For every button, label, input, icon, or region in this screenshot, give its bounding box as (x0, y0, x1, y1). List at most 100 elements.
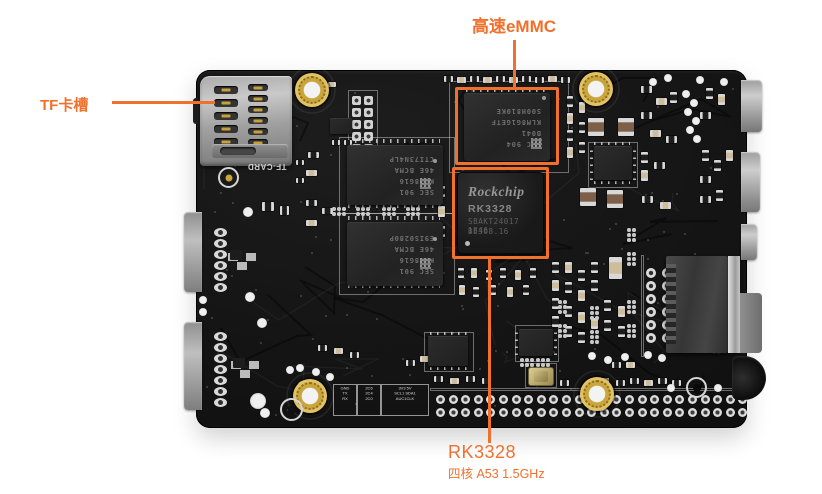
gpio-pad (549, 395, 559, 404)
plated-hole (686, 377, 707, 398)
passive-component (641, 170, 648, 181)
gpio-pad (688, 408, 697, 417)
via (676, 193, 679, 196)
via (656, 301, 659, 304)
solder-pad (326, 373, 334, 381)
passive-component (612, 362, 621, 368)
test-pad (406, 212, 410, 216)
via (732, 87, 735, 90)
passive-component (604, 320, 611, 331)
via (646, 258, 649, 261)
test-pad (416, 207, 420, 211)
passive-component (560, 380, 569, 386)
passive-component (579, 102, 585, 113)
via (662, 230, 665, 233)
gpio-pad (562, 395, 571, 404)
gpio-pad (511, 395, 521, 404)
test-pad (406, 207, 410, 211)
test-pad (563, 334, 567, 338)
gpio-pad (473, 395, 483, 404)
silkscreen-label-box: GND TX RX (333, 384, 357, 416)
passive-component (515, 270, 521, 280)
passive-component (666, 136, 677, 143)
pin-land-strip (430, 332, 468, 335)
passive-component (591, 318, 598, 329)
gpio-pad (549, 408, 559, 417)
silk-label: AUC1CLK (395, 396, 415, 401)
via (274, 414, 277, 417)
soic-chip (428, 336, 468, 366)
capacitor (580, 188, 596, 206)
pin-land-strip (590, 146, 593, 180)
passive-component (656, 98, 667, 105)
left-usb-connector (184, 212, 202, 292)
passive-component (548, 76, 557, 82)
passive-component (567, 96, 573, 107)
test-pad (342, 212, 346, 216)
pin-land-strip (348, 216, 440, 220)
test-pad (530, 363, 534, 367)
via (462, 277, 465, 280)
solder-pad (199, 296, 207, 304)
marking-line: 46E BCMA (393, 245, 434, 253)
test-pad (546, 363, 550, 367)
via (602, 262, 605, 265)
capacitor (618, 118, 634, 136)
silkscreen-label-box: 2C6 2C4 2C0 (357, 384, 381, 416)
connector-pin-pad (646, 268, 656, 278)
silk-label: 3V3 5V (398, 386, 412, 391)
header-pad (352, 132, 361, 141)
tf-contact (214, 125, 238, 133)
solder-pad (621, 353, 629, 361)
usb-pin-pad (214, 250, 227, 259)
solder-pad (199, 308, 207, 316)
passive-component (567, 113, 573, 124)
usb-lan-connector-shield (728, 256, 740, 353)
test-pad (411, 212, 415, 216)
passive-component (561, 77, 570, 83)
tf-contact (214, 99, 238, 107)
chip-qr-mark (531, 138, 542, 149)
tf-contact (214, 112, 238, 120)
passive-component (567, 130, 573, 141)
header-pad (364, 120, 373, 129)
test-pad (595, 316, 599, 320)
passive-component (618, 306, 625, 317)
passive-component (716, 190, 723, 201)
via (662, 199, 665, 202)
passive-component (672, 380, 681, 386)
passive-component (578, 290, 585, 301)
test-pad (590, 335, 594, 339)
passive-component (350, 352, 359, 358)
solder-pad (720, 78, 728, 86)
via (609, 227, 612, 230)
silk-label: 2C6 (365, 386, 373, 391)
gpio-pad (713, 408, 723, 417)
gpio-pad (725, 395, 735, 404)
gpio-pad (511, 408, 521, 417)
gpio-pad (637, 395, 647, 404)
pin1-dot (433, 159, 437, 163)
right-edge-connector (741, 224, 757, 260)
test-pad (356, 207, 360, 211)
passive-component (604, 300, 611, 311)
passive-component (444, 76, 453, 82)
gpio-pad (738, 408, 748, 417)
gpio-pad (612, 395, 622, 404)
passive-component (523, 285, 529, 295)
marking-line: 46E BCMA (393, 166, 434, 174)
test-pad (595, 330, 599, 334)
usb-pin-pad (214, 261, 227, 270)
pin-land-strip (466, 89, 550, 92)
via (213, 210, 216, 213)
tf-contact (214, 138, 238, 146)
annotation-soc-title: RK3328 (448, 442, 517, 462)
pin-land-strip (554, 330, 557, 355)
test-pad (595, 306, 599, 310)
soc-chip-rk3328: Rockchip RK3328 SBAKT24017 1846 BE308.16 (457, 172, 544, 254)
passive-component (490, 285, 496, 295)
usb-pin-pad (214, 283, 227, 292)
test-pad (632, 329, 636, 333)
test-pad (627, 310, 631, 314)
via (569, 388, 572, 391)
